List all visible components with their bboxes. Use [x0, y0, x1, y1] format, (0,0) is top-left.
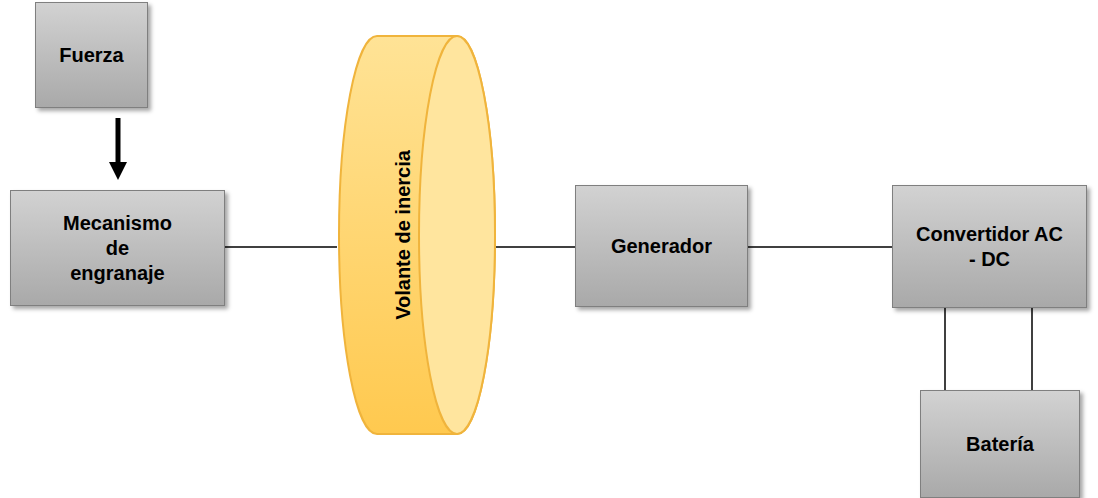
- box-label: Generador: [611, 234, 712, 259]
- box-label: Convertidor AC - DC: [915, 222, 1065, 272]
- flywheel-cylinder: Volante de inercia: [337, 35, 497, 435]
- converter-box: Convertidor AC - DC: [892, 185, 1087, 308]
- box-label: Batería: [966, 432, 1034, 457]
- connector-line: [225, 247, 337, 248]
- connector-line: [945, 308, 946, 390]
- force-arrow: [109, 118, 127, 180]
- connector-line: [1032, 308, 1033, 390]
- generator-box: Generador: [575, 185, 748, 307]
- vertical-label: Volante de inercia: [391, 150, 416, 320]
- arrowhead: [109, 162, 127, 180]
- battery-box: Batería: [920, 390, 1080, 498]
- input-box: Fuerza: [35, 2, 148, 108]
- connector-line: [748, 247, 892, 248]
- box-label: Mecanismo de engranaje: [58, 211, 178, 286]
- mechanism-box: Mecanismo de engranaje: [10, 190, 225, 306]
- cylinder-outline: [337, 35, 497, 435]
- box-label: Fuerza: [59, 43, 123, 68]
